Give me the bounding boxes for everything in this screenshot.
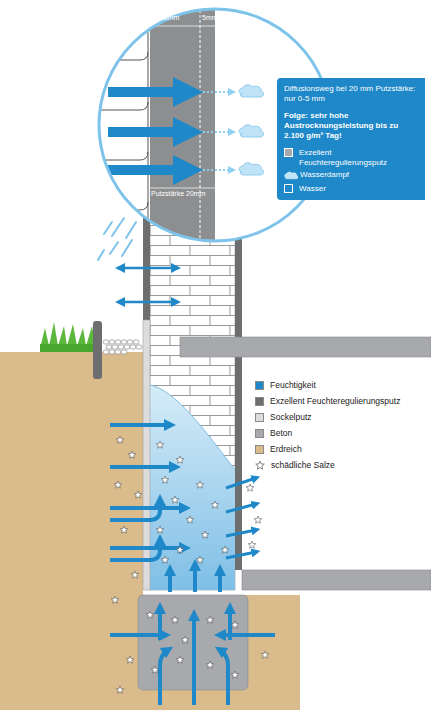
legend-text: Erdreich <box>270 444 302 454</box>
legend-swatch <box>255 445 264 454</box>
legend-text: Wasserdampf <box>300 170 349 180</box>
legend-entry: Erdreich <box>255 444 302 454</box>
legend-text: schädliche Salze <box>271 460 335 470</box>
legend-entry: Exzellent Feuchteregulierungsputz <box>255 396 400 406</box>
info-heading: Diffusionsweg bei 20 mm Putzstärke: nur … <box>284 84 419 104</box>
legend-text: Feuchtigkeit <box>270 380 316 390</box>
legend-swatch <box>255 429 264 438</box>
legend-text: Exzellent Feuchteregulierungsputz <box>299 148 419 167</box>
info-text: Folge: sehr hohe Austrocknungsleistung b… <box>284 111 419 141</box>
legend-swatch <box>284 184 293 193</box>
salt-symbol <box>255 460 269 471</box>
legend-swatch <box>255 381 264 390</box>
legend-entry: Wasser <box>284 184 419 194</box>
info-box: Diffusionsweg bei 20 mm Putzstärke: nur … <box>277 78 425 200</box>
legend-entry: Wasserdampf <box>284 170 419 181</box>
cloud-symbol <box>284 170 298 181</box>
legend-entry: Feuchtigkeit <box>255 380 316 390</box>
dimension-label: 15mm <box>160 14 179 21</box>
legend-entry: Exzellent Feuchteregulierungsputz <box>284 148 419 167</box>
legend-text: Beton <box>270 428 292 438</box>
legend-swatch <box>255 413 264 422</box>
legend-swatch <box>255 397 264 406</box>
legend-text: Exzellent Feuchteregulierungsputz <box>270 396 400 406</box>
legend-entry: schädliche Salze <box>255 460 335 471</box>
legend-entry: Sockelputz <box>255 412 312 422</box>
legend-text: Wasser <box>299 184 326 194</box>
legend-swatch <box>284 148 293 157</box>
dimension-label: Putzstärke 20mm <box>151 190 205 197</box>
legend-entry: Beton <box>255 428 292 438</box>
legend-text: Sockelputz <box>270 412 312 422</box>
dimension-label: 5mm <box>202 14 218 21</box>
